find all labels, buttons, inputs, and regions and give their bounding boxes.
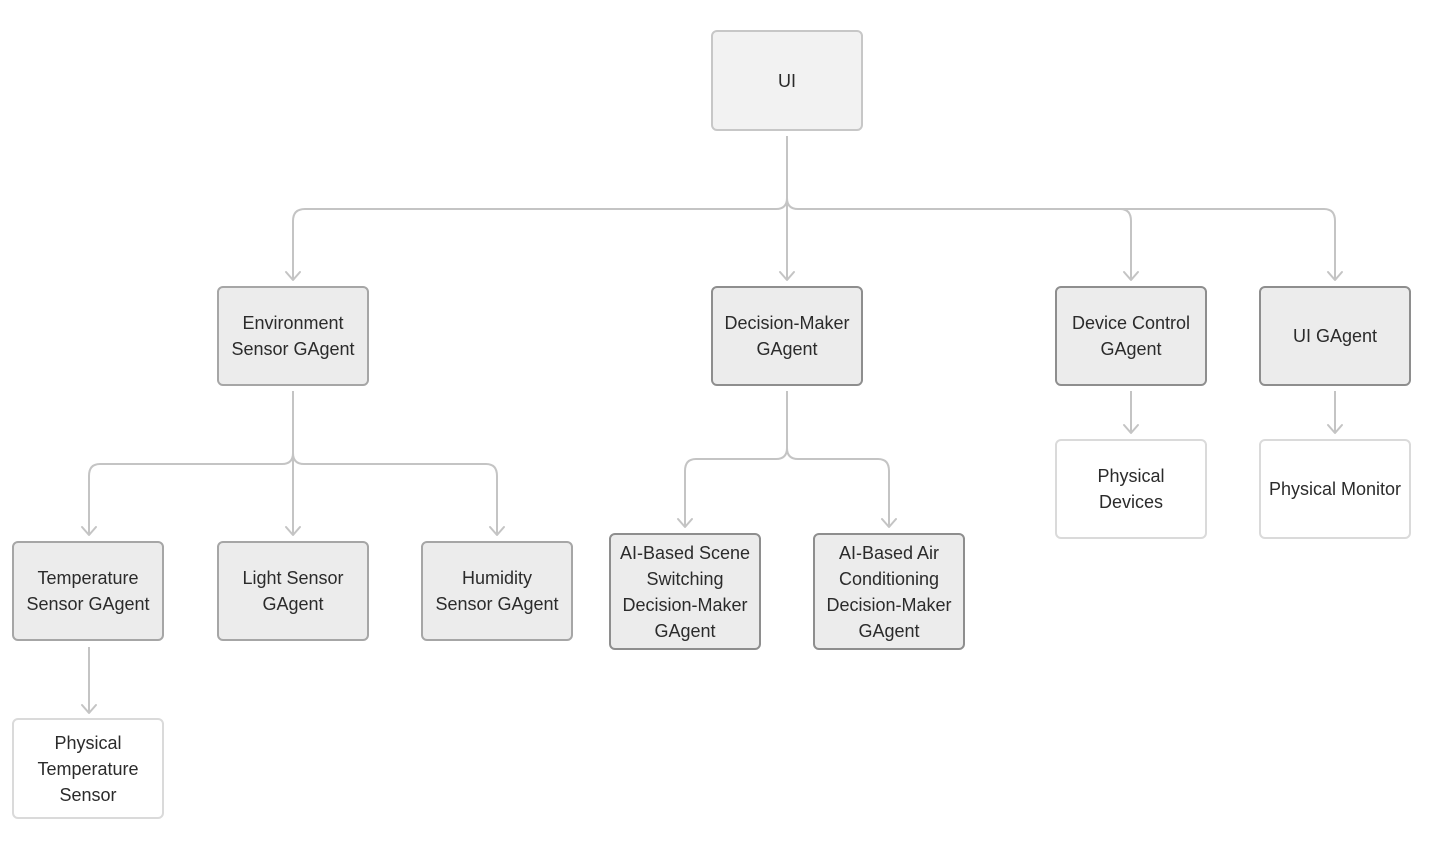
arrowhead-humidity [489,526,505,536]
node-physical-monitor: Physical Monitor [1259,439,1411,539]
arrowhead-device-control [1123,271,1139,281]
arrowhead-physical-temperature [81,704,97,714]
connector-ui-to-environment-sensor [292,136,788,279]
arrowhead-ui-gagent [1327,271,1343,281]
arrowhead-physical-devices [1123,424,1139,434]
arrowhead-ai-scene [677,518,693,528]
node-ui: UI [711,30,863,131]
arrowhead-physical-monitor [1327,424,1343,434]
connector-ui-to-device-control [786,197,1132,279]
node-environment-sensor-gagent: Environment Sensor GAgent [217,286,369,386]
connector-env-to-humidity [292,452,498,534]
node-physical-temperature-sensor: Physical Temperature Sensor [12,718,164,819]
arrowhead-temperature [81,526,97,536]
node-humidity-sensor-gagent: Humidity Sensor GAgent [421,541,573,641]
node-ai-air-conditioning-gagent: AI-Based Air Conditioning Decision-Maker… [813,533,965,650]
arrowhead-ai-air [881,518,897,528]
connector-env-to-temperature [88,391,294,534]
arrowhead-environment-sensor [285,271,301,281]
node-physical-devices: Physical Devices [1055,439,1207,539]
node-decision-maker-gagent: Decision-Maker GAgent [711,286,863,386]
arrowhead-light [285,526,301,536]
node-ui-gagent: UI GAgent [1259,286,1411,386]
node-light-sensor-gagent: Light Sensor GAgent [217,541,369,641]
node-device-control-gagent: Device Control GAgent [1055,286,1207,386]
connector-decision-to-ai-scene [684,391,788,526]
node-temperature-sensor-gagent: Temperature Sensor GAgent [12,541,164,641]
node-ai-scene-switching-gagent: AI-Based Scene Switching Decision-Maker … [609,533,761,650]
connector-ui-to-ui-gagent [1120,208,1336,279]
connector-decision-to-ai-air [786,447,890,526]
arrowhead-decision-maker [779,271,795,281]
